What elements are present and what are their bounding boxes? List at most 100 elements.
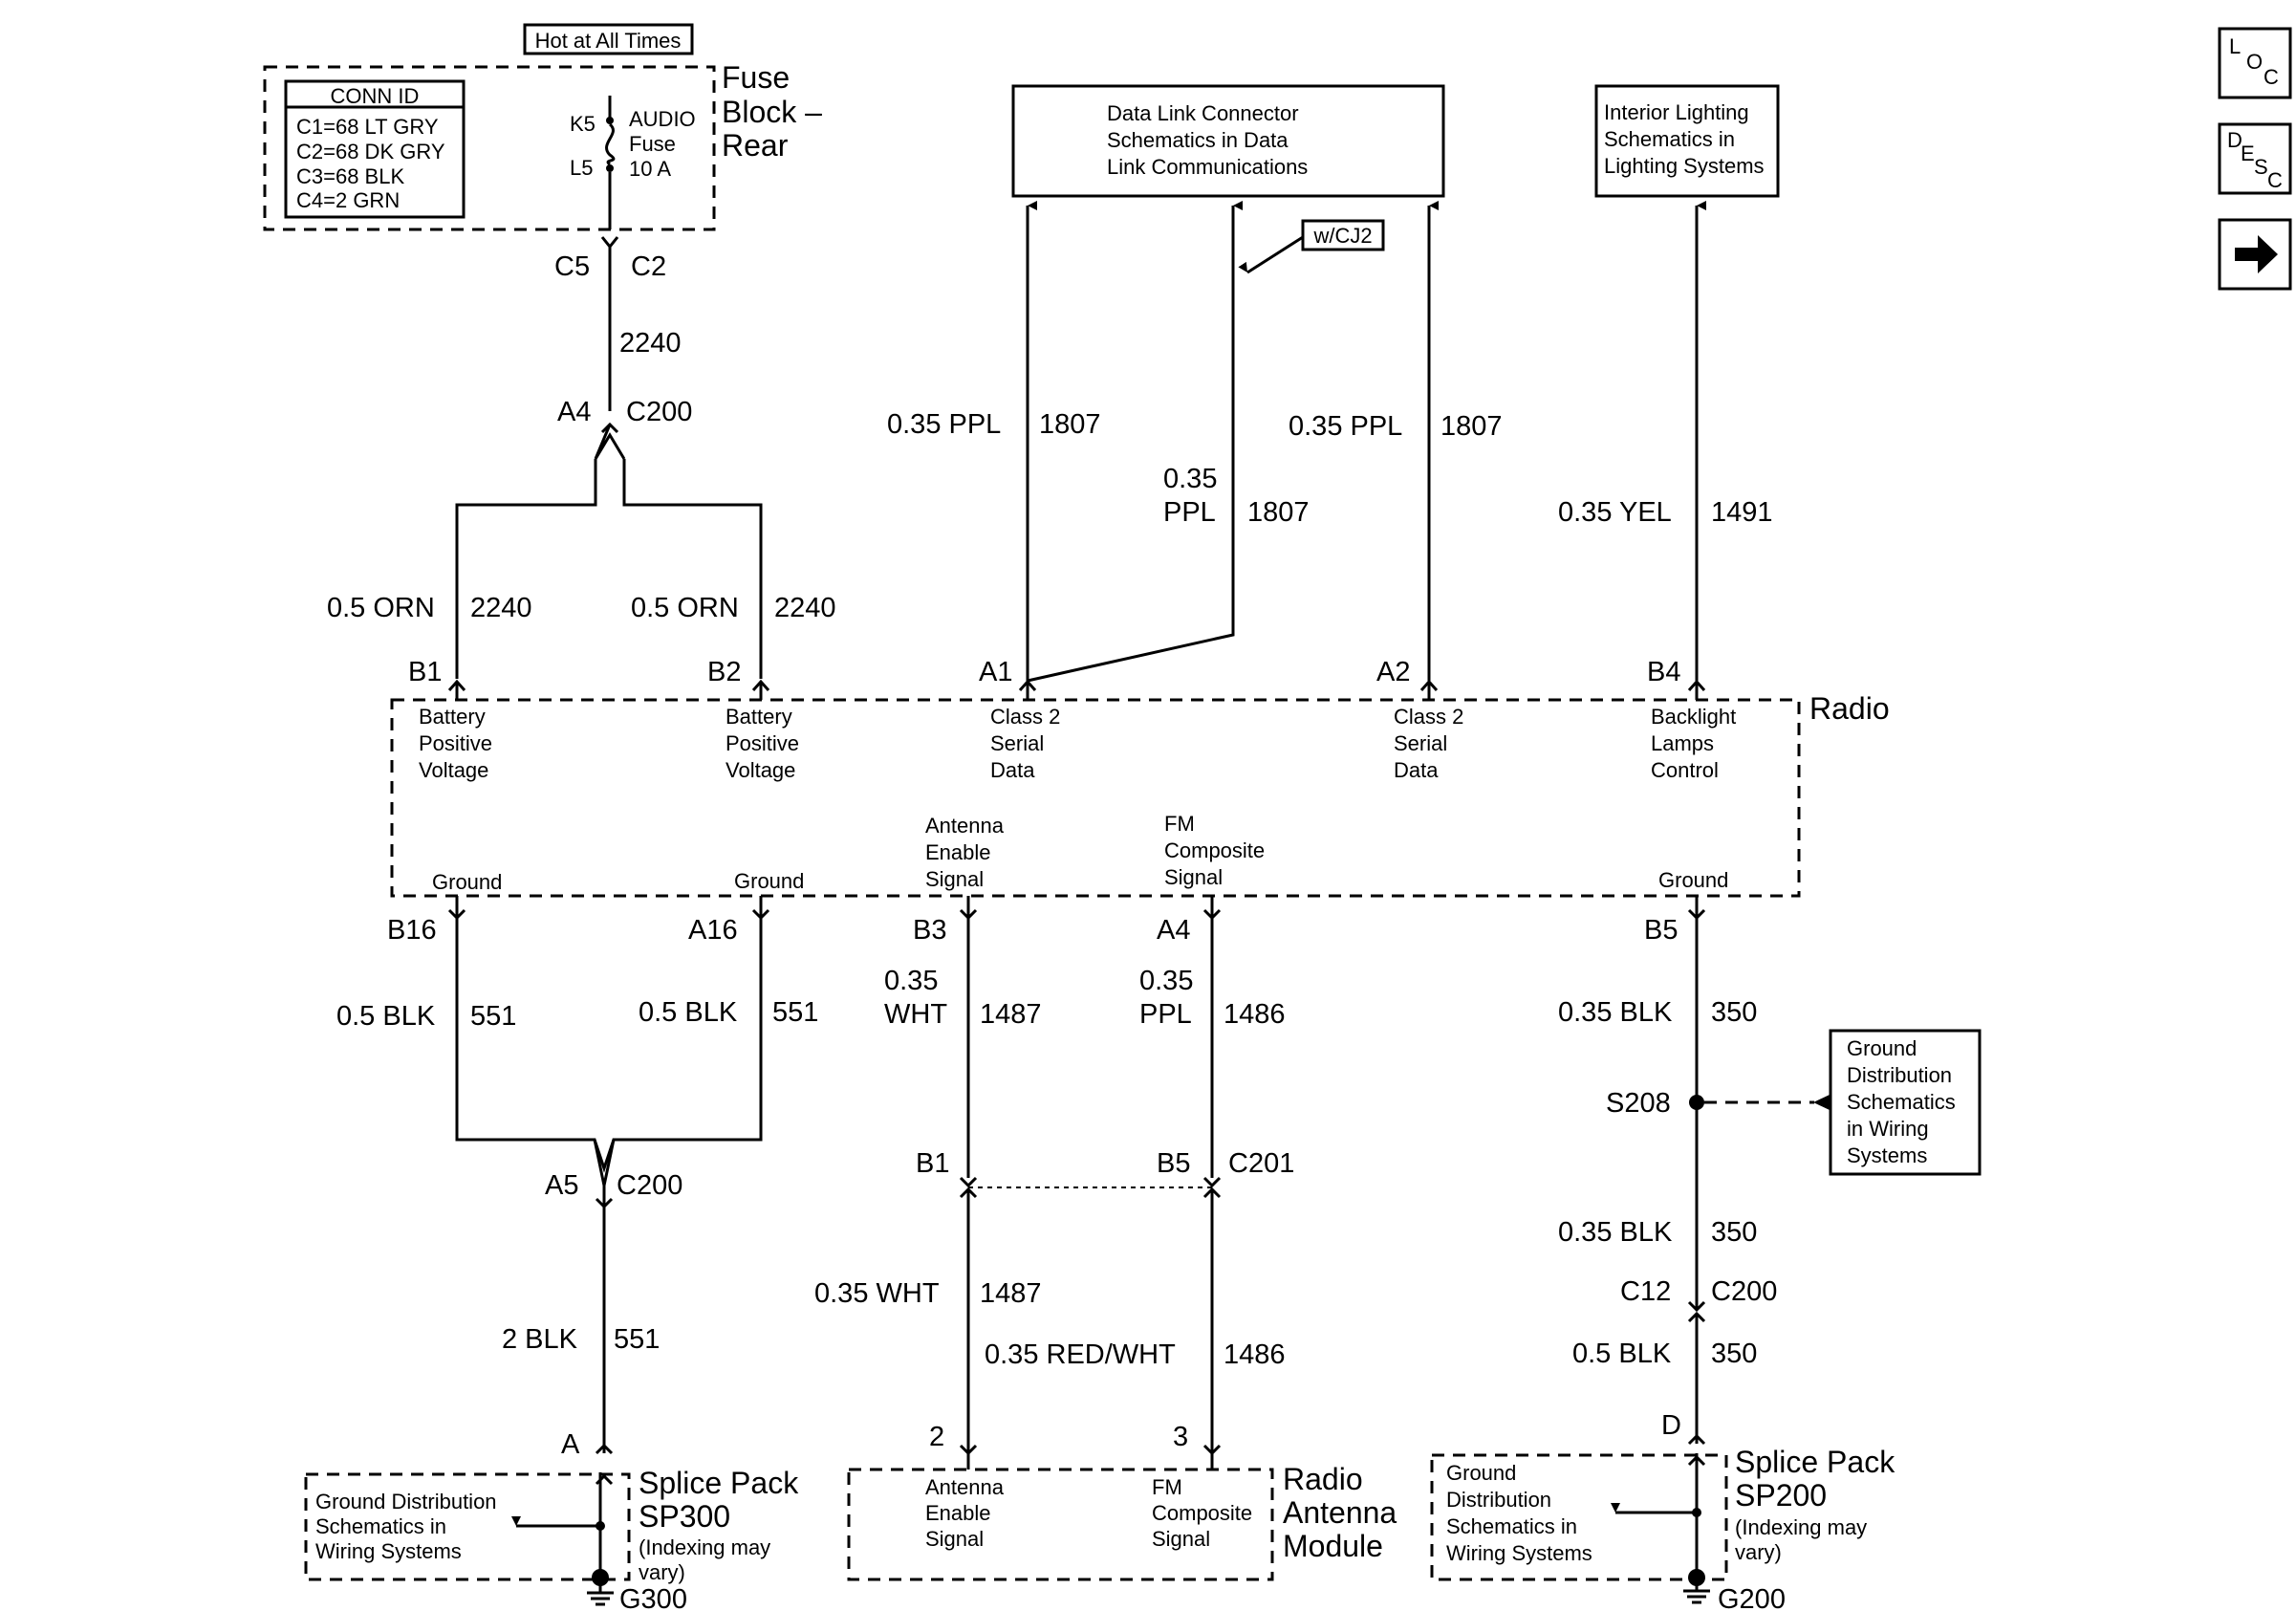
func-ant-1: Antenna — [925, 814, 1005, 838]
wire-ant-color2: WHT — [884, 999, 947, 1030]
func-b1-2: Positive — [419, 731, 492, 755]
func-a1-1: Class 2 — [990, 705, 1060, 729]
conn-c200-top: C200 — [626, 397, 692, 427]
antenna-module-outline — [847, 1468, 1274, 1581]
conn-id-c4: C4=2 GRN — [296, 188, 400, 212]
wire-dlcmid-num: 1807 — [1247, 497, 1310, 528]
ground-label-2: Ground — [734, 869, 804, 893]
wire-ant-num: 1487 — [980, 999, 1042, 1030]
next-button[interactable] — [2218, 218, 2292, 291]
wire-dlc1-num: 1807 — [1039, 409, 1101, 440]
wire-dlc1-color: 0.35 PPL — [887, 409, 1001, 440]
sp200-ref-4: Wiring Systems — [1446, 1541, 1592, 1565]
fuse-block-rear: Hot at All Times CONN ID C1=68 LT GRY C2… — [263, 23, 822, 231]
wire-b16-num: 551 — [470, 1001, 516, 1032]
sp200-note-2: vary) — [1735, 1540, 1782, 1564]
arrow-right-icon — [2235, 235, 2278, 273]
antenna-func-right-2: Composite — [1152, 1501, 1252, 1525]
wire-fm-color1: 0.35 — [1139, 966, 1193, 996]
wire-dlcmid-color2: PPL — [1163, 497, 1216, 528]
desc-c: C — [2267, 168, 2283, 192]
wire-dlc2-num: 1807 — [1440, 411, 1503, 442]
interior-lighting-ref: Interior Lighting Schematics in Lighting… — [1558, 84, 1780, 681]
conn-c12-c200: C200 — [1711, 1276, 1777, 1307]
antenna-module-title-3: Module — [1283, 1529, 1383, 1563]
wire-dlcmid-color1: 0.35 — [1163, 464, 1217, 494]
radio-outline — [390, 698, 1801, 898]
wire-ant-low-color: 0.35 WHT — [814, 1278, 940, 1309]
antenna-pin-2: 2 — [929, 1422, 944, 1452]
func-a2-3: Data — [1394, 758, 1439, 782]
func-b2-3: Voltage — [726, 758, 795, 782]
func-a2-2: Serial — [1394, 731, 1447, 755]
wire-b5-color: 0.35 BLK — [1558, 997, 1673, 1028]
antenna-func-left-3: Signal — [925, 1527, 984, 1551]
wcj2-label: w/CJ2 — [1312, 224, 1372, 248]
sp300-ref-2: Schematics in — [315, 1514, 446, 1538]
conn-id-c3: C3=68 BLK — [296, 164, 404, 188]
func-b1-3: Voltage — [419, 758, 488, 782]
radio-pin-a16: A16 — [688, 915, 738, 946]
func-b4-3: Control — [1651, 758, 1719, 782]
interior-line-2: Schematics in — [1604, 127, 1735, 151]
sp200-ref-1: Ground — [1446, 1461, 1516, 1485]
radio-pin-b16: B16 — [387, 915, 437, 946]
sp300-ref-1: Ground Distribution — [315, 1490, 497, 1513]
wire-s208-num: 350 — [1711, 1217, 1757, 1248]
loc-c: C — [2264, 65, 2279, 89]
desc-d: D — [2227, 128, 2242, 152]
fuse-block-title-2: Block – — [722, 95, 822, 129]
wire-fm-low-num: 1486 — [1224, 1339, 1286, 1370]
dlc-line-1: Data Link Connector — [1107, 101, 1299, 125]
loc-o: O — [2246, 50, 2263, 74]
wire-b16-color: 0.5 BLK — [336, 1001, 436, 1032]
antenna-pin-3: 3 — [1173, 1422, 1188, 1452]
ground-g200: G200 — [1718, 1584, 1786, 1611]
sp300-note-2: vary) — [639, 1560, 685, 1584]
conn-c201-b1: B1 — [916, 1148, 949, 1179]
sp300-title-1: Splice Pack — [639, 1466, 799, 1500]
circuit-350: 0.35 BLK 350 S208 Ground Distribution Sc… — [1558, 918, 1982, 1446]
wire-b2-color: 0.5 ORN — [631, 593, 739, 623]
wire-b1-color: 0.5 ORN — [327, 593, 435, 623]
func-a2-1: Class 2 — [1394, 705, 1463, 729]
desc-e: E — [2241, 142, 2255, 165]
conn-c201-b5: B5 — [1157, 1148, 1190, 1179]
loc-button[interactable]: L O C — [2218, 27, 2292, 99]
radio-pin-a4: A4 — [1157, 915, 1190, 946]
fuse-rating: 10 A — [629, 157, 671, 181]
func-b4-2: Lamps — [1651, 731, 1714, 755]
splice-pack-sp300: Ground Distribution Schematics in Wiring… — [304, 1466, 799, 1611]
antenna-module-title-1: Radio — [1283, 1462, 1363, 1496]
conn-a5-pin: A5 — [545, 1170, 578, 1201]
wire-ant-low-num: 1487 — [980, 1278, 1042, 1309]
radio-pin-a1: A1 — [979, 657, 1012, 687]
wire-s208-color: 0.35 BLK — [1558, 1217, 1673, 1248]
ground-label-3: Ground — [1658, 868, 1728, 892]
func-fm-3: Signal — [1164, 865, 1223, 889]
radio-pin-b3: B3 — [913, 915, 946, 946]
desc-button[interactable]: D E S C — [2218, 122, 2292, 195]
radio-pin-b1: B1 — [408, 657, 442, 687]
wire-c12-num: 350 — [1711, 1339, 1757, 1369]
wire-backlight-num: 1491 — [1711, 497, 1773, 528]
antenna-func-right-3: Signal — [1152, 1527, 1210, 1551]
antenna-func-left-1: Antenna — [925, 1475, 1005, 1499]
antenna-module-title-2: Antenna — [1283, 1495, 1397, 1530]
sp300-note-1: (Indexing may — [639, 1535, 770, 1559]
wire-b5-num: 350 — [1711, 997, 1757, 1028]
splice-s208-label: S208 — [1606, 1088, 1671, 1119]
conn-id-c2: C2=68 DK GRY — [296, 140, 445, 163]
sp300-outline — [304, 1472, 631, 1581]
sp300-title-2: SP300 — [639, 1499, 730, 1534]
ground-label-1: Ground — [432, 870, 502, 894]
conn-c2: C2 — [631, 251, 666, 282]
splice-pack-sp200: Ground Distribution Schematics in Wiring… — [1430, 1445, 1895, 1611]
func-b2-1: Battery — [726, 705, 792, 729]
fuse-pin-k5: K5 — [570, 112, 596, 136]
conn-id-table — [284, 79, 466, 219]
radio-title: Radio — [1809, 691, 1890, 726]
hot-at-all-times-label: Hot at All Times — [535, 29, 682, 53]
func-ant-2: Enable — [925, 840, 991, 864]
